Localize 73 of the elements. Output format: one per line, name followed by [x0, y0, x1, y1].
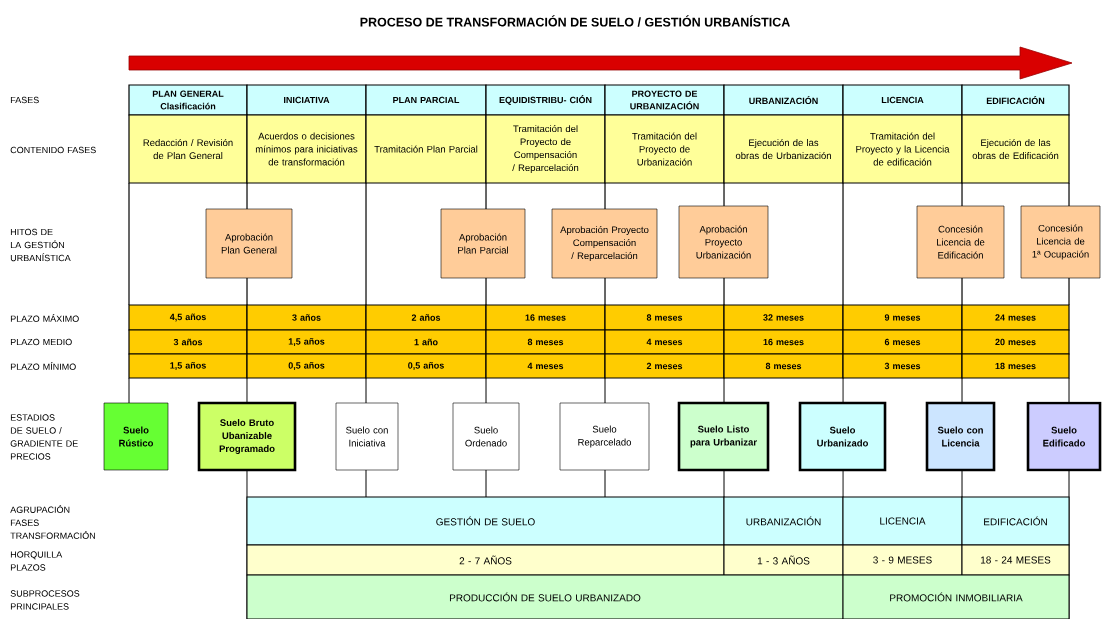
phase-content-cell: Tramitación del Proyecto de Compensación / Reparcelación	[485, 114, 606, 184]
row-label: HORQUILLA PLAZOS	[10, 551, 63, 571]
milestone-box: Aprobación Plan Parcial	[440, 208, 526, 279]
duration-cell: 2 meses	[604, 353, 725, 379]
duration-cell: 1,5 años	[246, 329, 367, 355]
row-label: SUBPROCESOS PRINCIPALES	[10, 590, 80, 610]
phase-header-cell: PLAN PARCIAL	[365, 84, 487, 116]
soil-state-box: Suelo Urbanizado	[798, 401, 887, 472]
row-label: AGRUPACIÓN FASES TRANSFORMACIÓN	[10, 505, 95, 539]
row-label: PLAZO MÍNIMO	[10, 362, 76, 370]
milestone-box: Aprobación Proyecto Urbanización	[678, 205, 769, 279]
duration-cell: 18 meses	[961, 353, 1070, 379]
row-label: PLAZO MEDIO	[10, 338, 72, 346]
soil-state-box: Suelo Listo para Urbanizar	[677, 401, 770, 472]
phase-header-cell: URBANIZACIÓN	[723, 84, 844, 116]
phase-content-cell: Ejecución de las obras de Edificación	[961, 114, 1070, 184]
duration-cell: 6 meses	[842, 329, 963, 355]
duration-cell: 3 meses	[842, 353, 963, 379]
subprocess-cell: PROMOCIÓN INMOBILIARIA	[842, 574, 1070, 619]
duration-cell: 0,5 años	[365, 353, 487, 379]
duration-cell: 8 meses	[485, 329, 606, 355]
phase-content-cell: Ejecución de las obras de Urbanización	[723, 114, 844, 184]
group-cell: LICENCIA	[842, 496, 963, 546]
duration-cell: 1 año	[365, 329, 487, 355]
soil-state-box: Suelo Reparcelado	[559, 402, 650, 471]
duration-cell: 4 meses	[485, 353, 606, 379]
duration-cell: 8 meses	[723, 353, 844, 379]
milestone-box: Aprobación Plan General	[205, 208, 293, 279]
phase-content-cell: Tramitación Plan Parcial	[365, 114, 487, 184]
milestone-box: Concesión Licencia de Edificación	[916, 205, 1005, 279]
duration-cell: 32 meses	[723, 304, 844, 331]
phase-header-cell: INICIATIVA	[246, 84, 367, 116]
phase-content-cell: Tramitación del Proyecto y la Licencia de edificación	[842, 114, 963, 184]
duration-cell: 20 meses	[961, 329, 1070, 355]
duration-cell: 9 meses	[842, 304, 963, 331]
row-label: ESTADIOS DE SUELO / GRADIENTE DE PRECIOS	[10, 414, 78, 460]
duration-cell: 16 meses	[723, 329, 844, 355]
milestone-box: Concesión Licencia de 1ª Ocupación	[1020, 205, 1101, 279]
phase-header-cell: EQUIDISTRIBU- CIÓN	[485, 84, 606, 116]
row-label: FASES	[10, 96, 39, 104]
phase-content-cell: Tramitación del Proyecto de Urbanización	[604, 114, 725, 184]
soil-state-box: Suelo Bruto Ubanizable Programado	[197, 401, 297, 472]
phase-content-cell: Acuerdos o decisiones mínimos para iniciativas de transformación	[246, 114, 367, 184]
duration-cell: 4 meses	[604, 329, 725, 355]
group-cell: URBANIZACIÓN	[723, 496, 844, 546]
duration-cell: 16 meses	[485, 304, 606, 331]
range-cell: 1 - 3 AÑOS	[723, 544, 844, 576]
duration-cell: 8 meses	[604, 304, 725, 331]
phase-content-cell: Redacción / Revisión de Plan General	[128, 114, 248, 184]
duration-cell: 24 meses	[961, 304, 1070, 331]
phase-header-cell: LICENCIA	[842, 84, 963, 116]
duration-cell: 2 años	[365, 304, 487, 331]
soil-state-box: Suelo con Iniciativa	[335, 402, 399, 471]
duration-cell: 1,5 años	[128, 353, 248, 379]
row-label: CONTENIDO FASES	[10, 146, 96, 154]
title: PROCESO DE TRANSFORMACIÓN DE SUELO / GESTIÓN URBANÍSTICA	[360, 15, 790, 27]
soil-state-box: Suelo Edificado	[1026, 401, 1102, 472]
soil-state-box: Suelo Rústico	[103, 402, 169, 471]
milestone-box: Aprobación Proyecto Compensación / Reparcelación	[551, 208, 658, 279]
phase-header-cell: PROYECTO DE URBANIZACIÓN	[604, 84, 725, 116]
duration-cell: 0,5 años	[246, 353, 367, 379]
phase-header-cell: PLAN GENERAL Clasificación	[128, 84, 248, 116]
row-label: PLAZO MÁXIMO	[10, 314, 79, 322]
duration-cell: 4,5 años	[128, 304, 248, 331]
range-cell: 18 - 24 MESES	[961, 544, 1070, 576]
range-cell: 3 - 9 MESES	[842, 544, 963, 576]
soil-state-box: Suelo con Licencia	[925, 401, 996, 472]
soil-state-box: Suelo Ordenado	[452, 402, 520, 471]
row-label: HITOS DE LA GESTIÓN URBANÍSTICA	[10, 228, 71, 262]
duration-cell: 3 años	[246, 304, 367, 331]
group-cell: EDIFICACIÓN	[961, 496, 1070, 546]
duration-cell: 3 años	[128, 329, 248, 355]
phase-header-cell: EDIFICACIÓN	[961, 84, 1070, 116]
